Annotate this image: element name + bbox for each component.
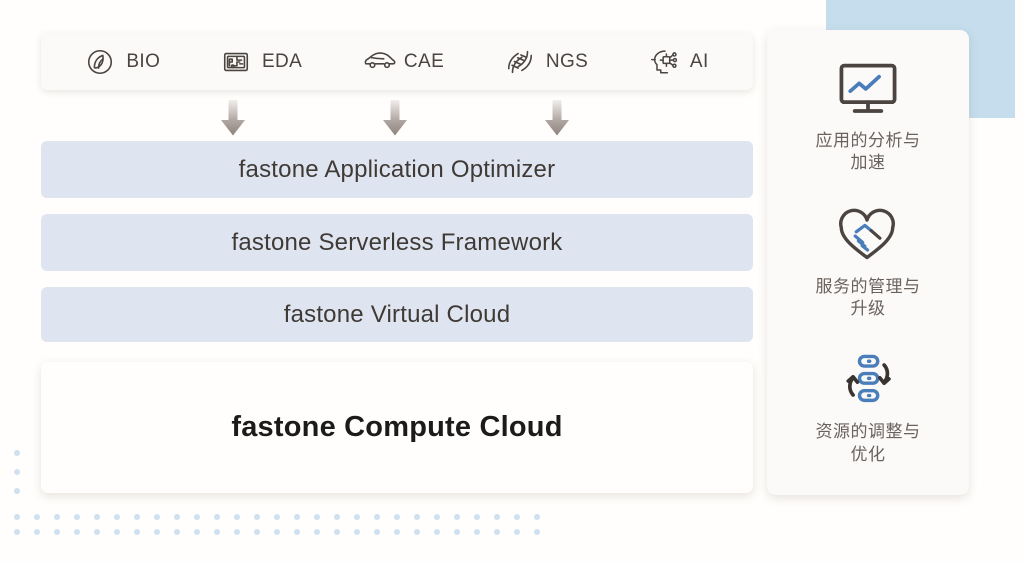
decorative-dot [394,514,400,520]
decorative-dot [514,529,520,535]
decorative-dot [534,514,540,520]
decorative-dot [14,488,20,494]
arrow-down-icon [542,100,572,136]
stack-layer-virtual-cloud: fastone Virtual Cloud [41,287,753,342]
resource-sync-icon [832,350,904,412]
arrow-down-icon [218,100,248,136]
leaf-icon [85,47,115,77]
benefit-item-resource[interactable]: 资源的调整与 优化 [767,350,969,466]
domain-item-cae[interactable]: CAE [363,47,444,77]
decorative-dot [194,529,200,535]
decorative-dot [354,529,360,535]
decorative-dot [394,529,400,535]
decorative-dot [194,514,200,520]
decorative-dot [254,514,260,520]
decorative-dot [474,514,480,520]
decorative-dot [434,529,440,535]
decorative-dot [154,514,160,520]
decorative-dot [114,529,120,535]
decorative-dot [174,514,180,520]
decorative-dot [434,514,440,520]
decorative-dot [534,529,540,535]
decorative-dot [334,529,340,535]
decorative-dot [234,514,240,520]
decorative-dot [494,514,500,520]
benefits-card: 应用的分析与 加速 服务的管理与 升级 [767,30,969,495]
handshake-heart-icon [832,205,904,267]
decorative-dot [294,529,300,535]
decorative-dot [414,529,420,535]
ai-head-icon [649,47,679,77]
decorative-dot [474,529,480,535]
decorative-dot [214,529,220,535]
decorative-dot [94,514,100,520]
decorative-dot [94,529,100,535]
stack-base-label: fastone Compute Cloud [231,411,563,443]
stack-layer-application-optimizer: fastone Application Optimizer [41,141,753,198]
benefit-label-analysis: 应用的分析与 加速 [815,130,921,174]
dna-helix-icon [505,47,535,77]
domain-item-bio[interactable]: BIO [85,47,160,77]
domain-label-eda: EDA [261,50,303,72]
arrow-down-icon [380,100,410,136]
decorative-dot [334,514,340,520]
decorative-dot [214,514,220,520]
decorative-dot [514,514,520,520]
decorative-dot [74,529,80,535]
decorative-dot [14,529,20,535]
benefit-label-resource: 资源的调整与 优化 [815,422,921,465]
decorative-dot [134,529,140,535]
decorative-dot [54,514,60,520]
domain-bar: BIO EDA [41,33,753,90]
decorative-dot [454,514,460,520]
domain-label-ai: AI [689,50,709,72]
decorative-dot [114,514,120,520]
decorative-dot [14,450,20,456]
decorative-dot [34,514,40,520]
stack-base-compute-cloud: fastone Compute Cloud [41,362,753,493]
decorative-dot [234,529,240,535]
decorative-dot [374,514,380,520]
decorative-dot [174,529,180,535]
benefit-item-analysis[interactable]: 应用的分析与 加速 [767,59,969,175]
decorative-dot [74,514,80,520]
stack-layer-serverless-framework: fastone Serverless Framework [41,214,753,271]
decorative-dot [274,514,280,520]
decorative-dot [314,514,320,520]
decorative-dot [354,514,360,520]
decorative-dot [34,529,40,535]
decorative-dot [274,529,280,535]
decorative-dot [154,529,160,535]
monitor-chart-icon [832,59,904,121]
domain-label-cae: CAE [403,50,445,72]
decorative-dot [14,514,20,520]
domain-item-ai[interactable]: AI [649,47,709,77]
decorative-dot [314,529,320,535]
decorative-dot [54,529,60,535]
decorative-dot [294,514,300,520]
circuit-board-icon [221,47,251,77]
decorative-dot [374,529,380,535]
decorative-dot [14,469,20,475]
stack-layer-label: fastone Application Optimizer [238,155,556,183]
stack-layer-label: fastone Serverless Framework [231,228,563,256]
domain-label-ngs: NGS [545,50,589,72]
benefit-item-service[interactable]: 服务的管理与 升级 [767,205,969,321]
decorative-dot [454,529,460,535]
decorative-dot [254,529,260,535]
decorative-dot [494,529,500,535]
domain-item-ngs[interactable]: NGS [505,47,588,77]
domain-item-eda[interactable]: EDA [221,47,302,77]
decorative-dot [134,514,140,520]
stack-layer-label: fastone Virtual Cloud [283,300,511,328]
domain-label-bio: BIO [126,50,161,72]
decorative-dot [414,514,420,520]
benefit-label-service: 服务的管理与 升级 [815,276,921,319]
car-icon [363,47,396,77]
